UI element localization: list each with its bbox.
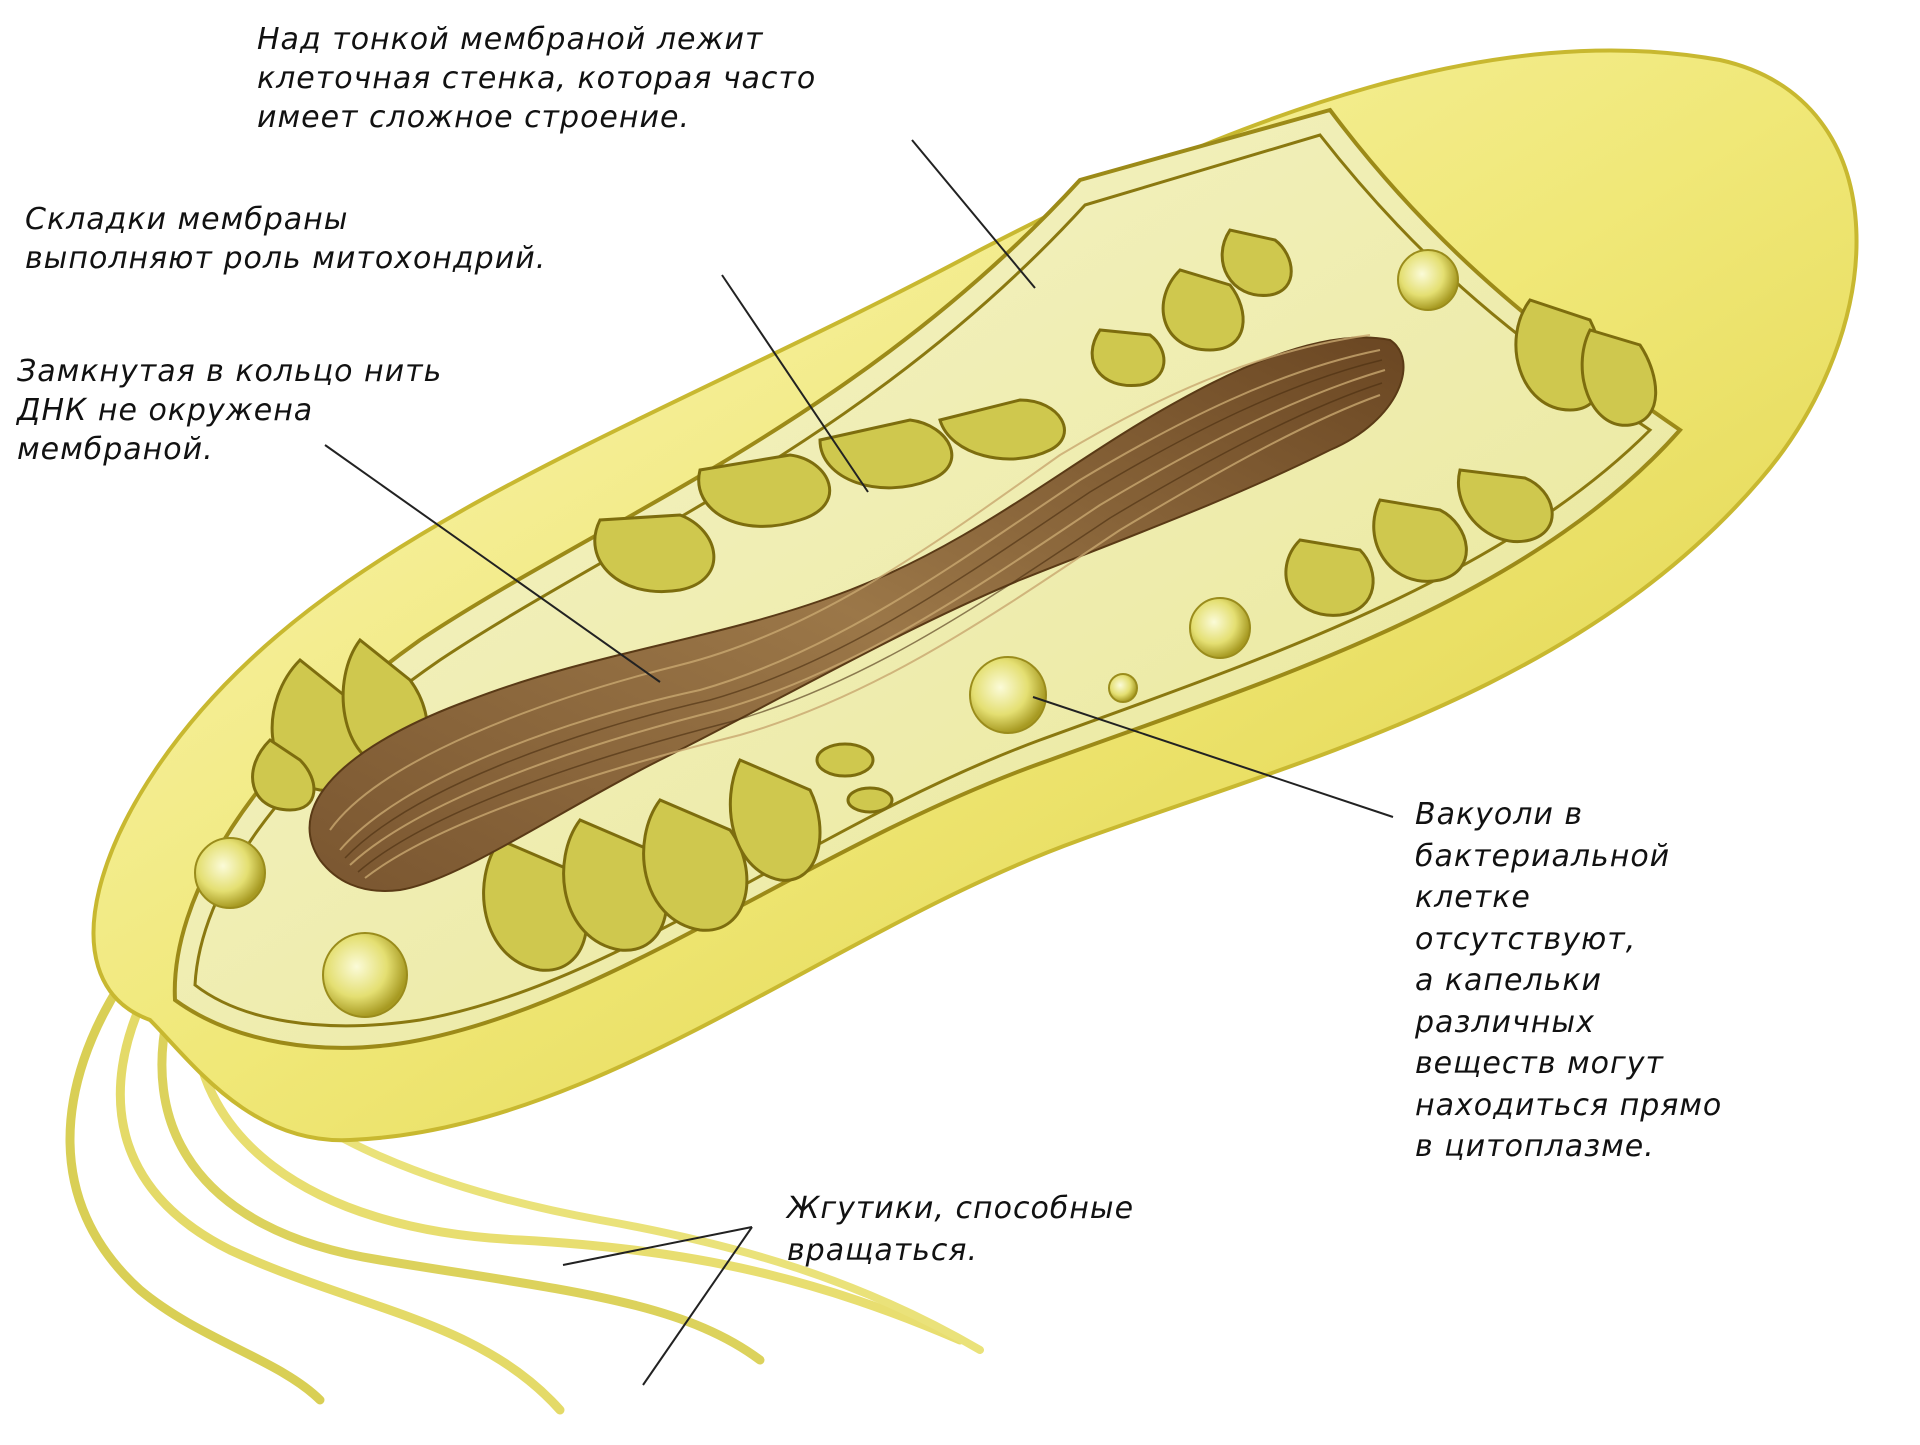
label-dna: Замкнутая в кольцо нить ДНК не окружена … <box>17 352 442 469</box>
label-cell-wall: Над тонкой мембраной лежит клеточная сте… <box>257 20 816 137</box>
label-vacuoles: Вакуоли в бактериальной клетке отсутству… <box>1415 794 1722 1168</box>
label-membrane-folds: Складки мембраны выполняют роль митохонд… <box>25 200 546 278</box>
droplet <box>970 657 1046 733</box>
droplet <box>1398 250 1458 310</box>
droplet <box>1190 598 1250 658</box>
label-flagella: Жгутики, способные вращаться. <box>787 1188 1134 1272</box>
droplet <box>195 838 265 908</box>
droplet <box>1109 674 1137 702</box>
droplet <box>323 933 407 1017</box>
